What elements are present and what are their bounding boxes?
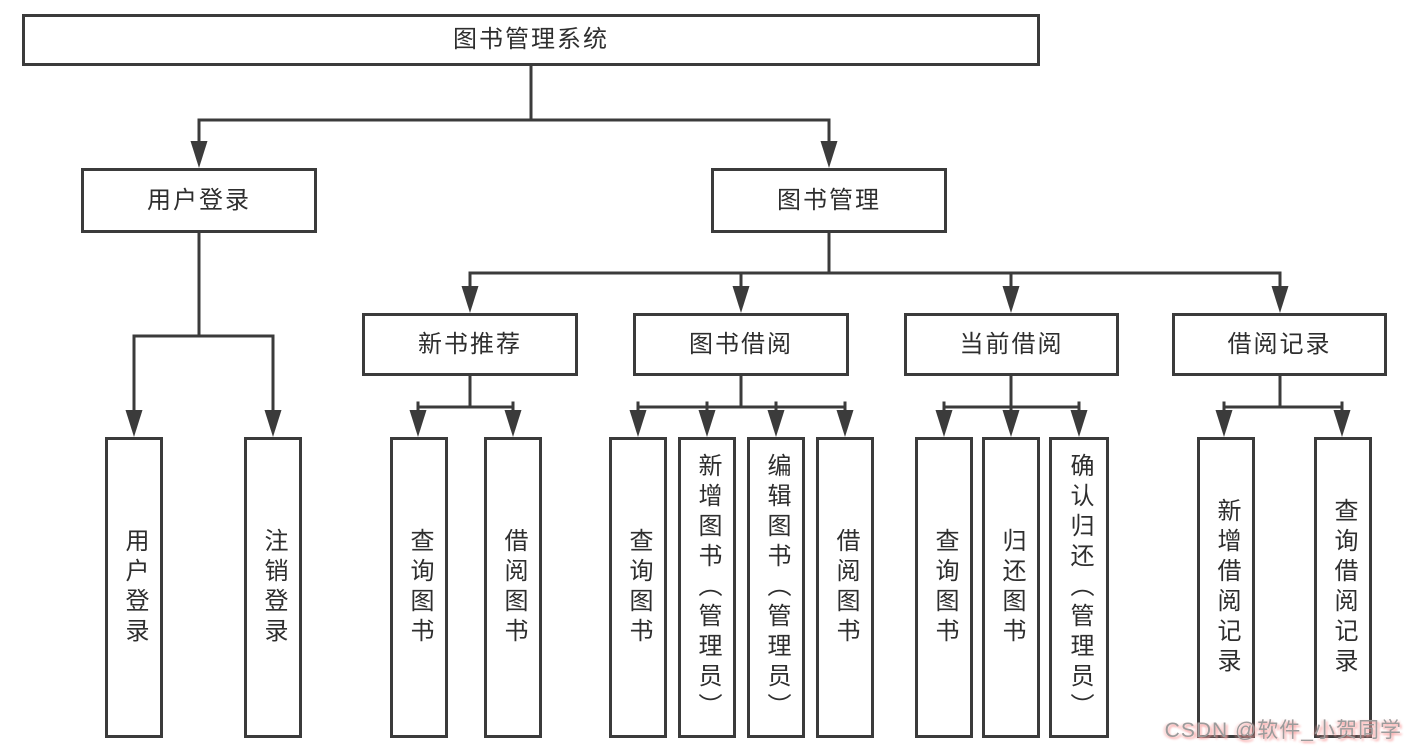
arrowhead-icon: [629, 410, 647, 437]
arrowhead-icon: [504, 410, 522, 437]
arrowhead-icon: [732, 286, 750, 313]
leaf-current-confirm-return-admin: 确认归还（管理员）: [1049, 437, 1109, 738]
arrowhead-icon: [1002, 286, 1020, 313]
leaf-borrowing-query-books: 查询图书: [609, 437, 667, 738]
leaf-borrowing-add-books-admin: 新增图书（管理员）: [678, 437, 736, 738]
leaf-user-login: 用户登录: [105, 437, 163, 738]
node-user-login: 用户登录: [81, 168, 317, 233]
arrowhead-icon: [264, 410, 282, 437]
leaf-logout-login: 注销登录: [244, 437, 302, 738]
arrowhead-icon: [1002, 410, 1020, 437]
arrowhead-icon: [820, 141, 838, 168]
arrowhead-icon: [409, 410, 427, 437]
leaf-newbooks-borrow-books: 借阅图书: [484, 437, 542, 738]
arrowhead-icon: [836, 410, 854, 437]
leaf-records-add-borrow-record: 新增借阅记录: [1197, 437, 1255, 738]
arrowhead-icon: [125, 410, 143, 437]
arrowhead-icon: [1333, 410, 1351, 437]
leaf-borrowing-edit-books-admin: 编辑图书（管理员）: [747, 437, 805, 738]
leaf-current-return-books: 归还图书: [982, 437, 1040, 738]
csdn-watermark: CSDN @软件_小贺同学: [1164, 719, 1402, 742]
arrowhead-icon: [935, 410, 953, 437]
arrowhead-icon: [190, 141, 208, 168]
leaf-borrowing-borrow-books: 借阅图书: [816, 437, 874, 738]
arrowhead-icon: [461, 286, 479, 313]
arrowhead-icon: [698, 410, 716, 437]
node-current-borrowing: 当前借阅: [904, 313, 1119, 376]
arrowhead-icon: [1271, 286, 1289, 313]
leaf-records-query-borrow-record: 查询借阅记录: [1314, 437, 1372, 738]
arrowhead-icon: [1070, 410, 1088, 437]
node-book-borrowing: 图书借阅: [633, 313, 849, 376]
leaf-newbooks-query-books: 查询图书: [390, 437, 448, 738]
leaf-current-query-books: 查询图书: [915, 437, 973, 738]
node-new-book-recommend: 新书推荐: [362, 313, 578, 376]
node-library-system: 图书管理系统: [22, 14, 1040, 66]
node-borrow-records: 借阅记录: [1172, 313, 1387, 376]
arrowhead-icon: [1215, 410, 1233, 437]
arrowhead-icon: [767, 410, 785, 437]
node-book-management: 图书管理: [711, 168, 947, 233]
